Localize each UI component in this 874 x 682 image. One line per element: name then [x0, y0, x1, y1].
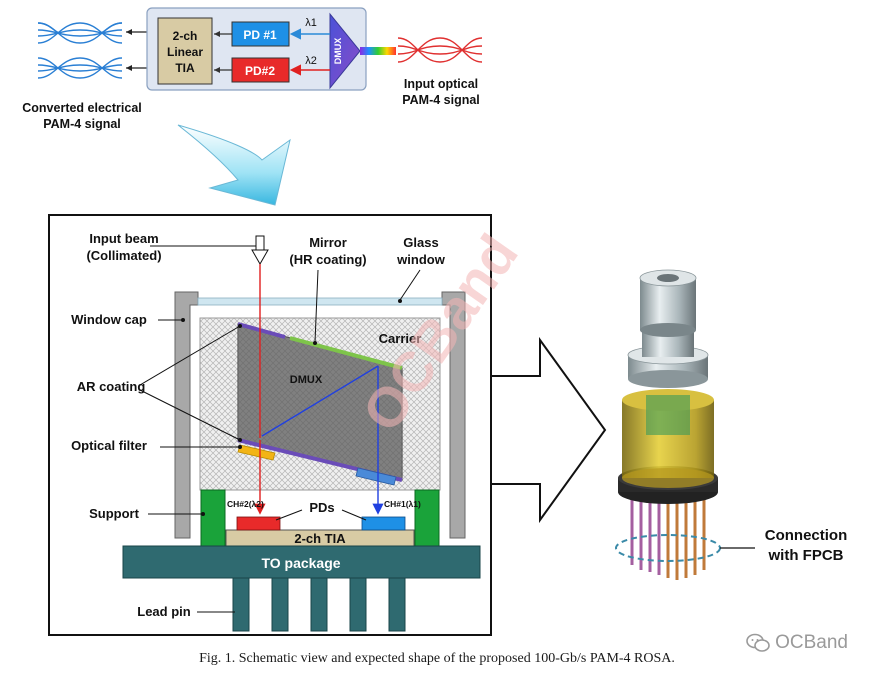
window-cap-left [174, 291, 199, 539]
connection-label-line2: with FPCB [768, 547, 844, 564]
input-eye-diagram [397, 37, 483, 63]
pd-ch2 [236, 516, 281, 531]
lead-pin-1 [232, 577, 250, 632]
signal-flow-diagram: 2-ch Linear TIA PD #1 PD#2 DMUX λ1 λ2 In… [22, 7, 483, 131]
downward-flow-arrow [177, 124, 291, 206]
ch2-label: CH#2(λ2) [227, 499, 264, 509]
corner-watermark: OCBand [746, 632, 848, 654]
dmux-block [329, 12, 361, 90]
dmux-crystal-label: DMUX [290, 374, 323, 386]
optical-filter-1 [237, 444, 276, 461]
glass-window-label-line2: window [396, 252, 446, 267]
carrier-label: Carrier [379, 331, 422, 346]
pd-ch1 [361, 516, 406, 531]
rosa-cross-section: 2-ch TIA TO package Input beam (Collimat… [48, 214, 492, 636]
to-package [122, 545, 481, 579]
input-signal-label-line1: Input optical [404, 77, 478, 91]
ch1-label: CH#1(λ1) [384, 499, 421, 509]
tia-label-line2: Linear [167, 45, 203, 59]
mirror-label-line2: (HR coating) [289, 252, 366, 267]
ar-coating-label: AR coating [77, 379, 146, 394]
output-signal-label-line1: Converted electrical [22, 101, 142, 115]
lambda2-label: λ2 [305, 55, 317, 67]
output-signal-label-line2: PAM-4 signal [43, 117, 121, 131]
support-label: Support [89, 506, 139, 521]
linear-tia-box [157, 17, 213, 85]
output-eye-diagram-1 [37, 22, 123, 44]
input-beam-label-line2: (Collimated) [86, 248, 161, 263]
tia-label-line3: TIA [175, 61, 195, 75]
support-left [200, 489, 226, 547]
wechat-icon [746, 633, 770, 652]
figure-caption: Fig. 1. Schematic view and expected shap… [199, 651, 675, 666]
lead-pin-5 [388, 577, 406, 632]
input-beam-label-line1: Input beam [89, 231, 158, 246]
tia-label-line1: 2-ch [173, 29, 198, 43]
pd1-label: PD #1 [243, 28, 277, 42]
input-beam-arrow [255, 235, 265, 251]
pd2-box [231, 57, 290, 83]
pds-label: PDs [309, 500, 334, 515]
corner-watermark-text: OCBand [775, 632, 848, 653]
window-cap-right [441, 291, 466, 539]
mirror-label-line1: Mirror [309, 235, 347, 250]
glass-window [197, 297, 443, 306]
output-eye-diagram-2 [37, 57, 123, 79]
lead-pins [232, 577, 406, 632]
beam-reflected [261, 365, 379, 437]
dmux-label: DMUX [333, 38, 343, 65]
pd2-label: PD#2 [245, 64, 275, 78]
right-flow-arrow [490, 336, 607, 524]
connection-label-line1: Connection [765, 527, 848, 544]
to-package-label: TO package [261, 555, 340, 571]
mirror-hr-coating [289, 336, 403, 370]
glass-window-label-line1: Glass [403, 235, 438, 250]
lambda1-label: λ1 [305, 17, 317, 29]
window-cap-label: Window cap [71, 312, 147, 327]
lead-pin-4 [349, 577, 367, 632]
module-receptacle [640, 278, 696, 330]
input-signal-label-line2: PAM-4 signal [402, 93, 480, 107]
ar-coating-top [237, 322, 286, 339]
tia-chip-label: 2-ch TIA [294, 531, 346, 546]
optical-filter-2 [355, 467, 397, 486]
rosa-3d-module: Connection with FPCB [615, 269, 848, 580]
input-optical-beam [360, 47, 396, 55]
lead-pin-3 [310, 577, 328, 632]
optical-filter-label: Optical filter [71, 438, 147, 453]
lead-pin-label: Lead pin [137, 604, 191, 619]
lead-pin-2 [271, 577, 289, 632]
